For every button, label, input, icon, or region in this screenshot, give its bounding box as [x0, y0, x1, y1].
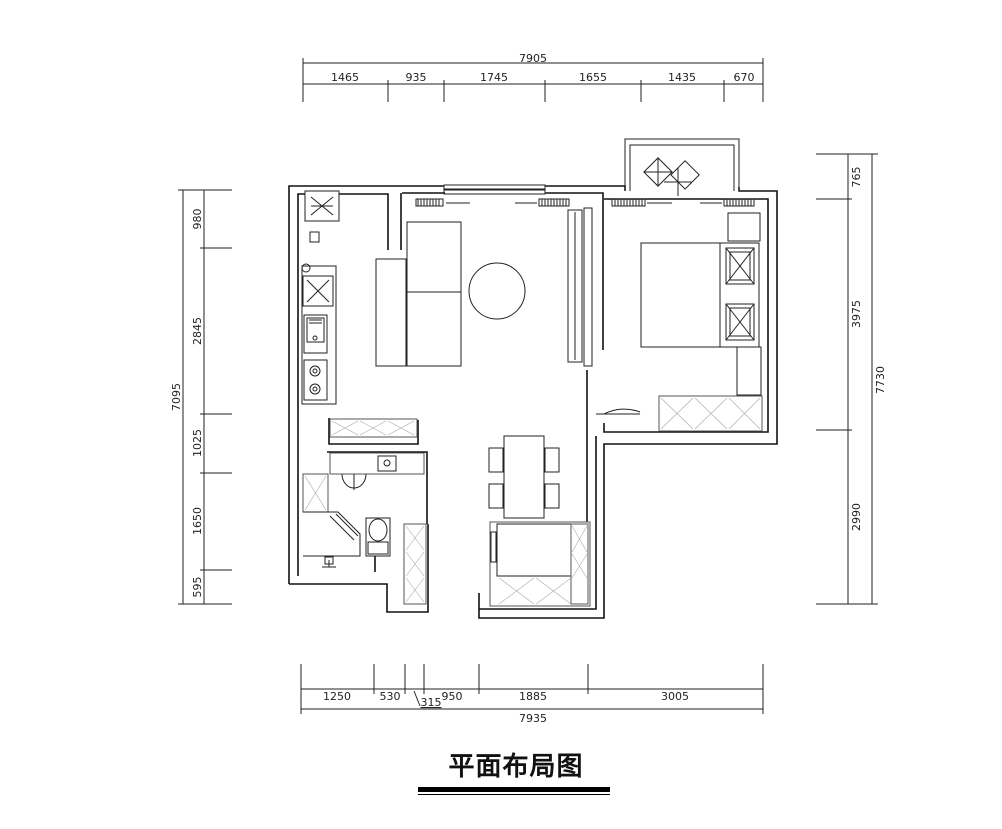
plant-icon	[643, 157, 700, 196]
bottom-segment-label: 3005	[661, 690, 689, 703]
curtain-icon	[515, 198, 570, 207]
top-segment-label: 935	[406, 71, 427, 84]
bottom-total-label: 7935	[519, 712, 547, 725]
kitchen-counter	[329, 418, 418, 438]
living-room	[375, 207, 593, 367]
outer-walls	[288, 185, 778, 619]
gas-meter	[301, 263, 311, 273]
right-total-label: 7730	[874, 366, 887, 394]
top-segment-label: 1465	[331, 71, 359, 84]
stove-icon	[303, 359, 328, 401]
sink-icon	[303, 314, 328, 354]
left-segment-label: 1025	[191, 429, 204, 457]
left-segment-label: 1650	[191, 507, 204, 535]
bottom-segment-label: 1885	[519, 690, 547, 703]
right-segment-label: 765	[850, 167, 863, 188]
bedroom	[596, 212, 763, 432]
bed	[640, 242, 760, 348]
shower-enclosure	[302, 473, 361, 557]
left-segment-label: 980	[191, 209, 204, 230]
top-segment-label: 670	[734, 71, 755, 84]
dining-chair	[488, 447, 504, 473]
bathroom-door	[341, 473, 367, 490]
pillow-icon	[725, 247, 755, 285]
refrigerator	[304, 190, 340, 222]
wall-socket	[309, 231, 320, 243]
left-segment-label: 595	[191, 577, 204, 598]
toilet-icon	[365, 517, 391, 557]
bottom-segment-label: 1250	[323, 690, 351, 703]
living-window	[443, 184, 546, 195]
title-underline	[418, 787, 610, 792]
bedroom-door	[596, 408, 641, 415]
curtain-icon	[415, 198, 470, 207]
left-segment-label: 2845	[191, 317, 204, 345]
top-segment-label: 1655	[579, 71, 607, 84]
nightstand	[736, 346, 762, 396]
bathroom-vanity	[329, 452, 425, 475]
curtains	[415, 198, 755, 207]
bathroom	[302, 452, 427, 605]
right-segment-label: 3975	[850, 300, 863, 328]
drawing-title-block: 平面布局图	[418, 746, 614, 795]
dining-chair	[488, 483, 504, 509]
balcony	[624, 138, 740, 196]
curtain-icon	[611, 198, 672, 207]
drawing-title: 平面布局图	[448, 752, 584, 782]
top-segment-label: 1745	[480, 71, 508, 84]
kitchen	[301, 190, 418, 438]
dining-chair	[544, 483, 560, 509]
washing-machine	[302, 275, 334, 307]
tv-cabinet	[567, 207, 593, 367]
sofa	[375, 221, 462, 367]
pillow-icon	[725, 303, 755, 341]
top-dimension-chain: 7905 1465 935 1745 1655 1435 670	[302, 52, 764, 102]
nightstand	[727, 212, 761, 242]
curtain-icon	[700, 198, 755, 207]
left-total-label: 7095	[170, 383, 183, 411]
round-coffee-table	[468, 262, 526, 320]
bottom-segment-label: 530	[380, 690, 401, 703]
top-total-label: 7905	[519, 52, 547, 65]
storage-cabinet	[489, 521, 591, 607]
dining-area	[488, 435, 591, 607]
wardrobe	[658, 395, 763, 432]
right-dimension-chain: 765 3975 2990 7730	[816, 153, 887, 605]
right-segment-label: 2990	[850, 503, 863, 531]
hall-cabinet	[403, 523, 427, 605]
top-segment-label: 1435	[668, 71, 696, 84]
title-underline-thin	[418, 794, 610, 795]
left-dimension-chain: 7095 980 2845 1025 1650 595	[170, 189, 232, 605]
bottom-segment-label: 315	[421, 696, 442, 709]
bottom-dimension-chain: 1250 530 315 950 1885 3005 7935	[300, 664, 764, 725]
dining-chair	[544, 447, 560, 473]
dining-table	[503, 435, 545, 519]
bottom-segment-label: 950	[442, 690, 463, 703]
